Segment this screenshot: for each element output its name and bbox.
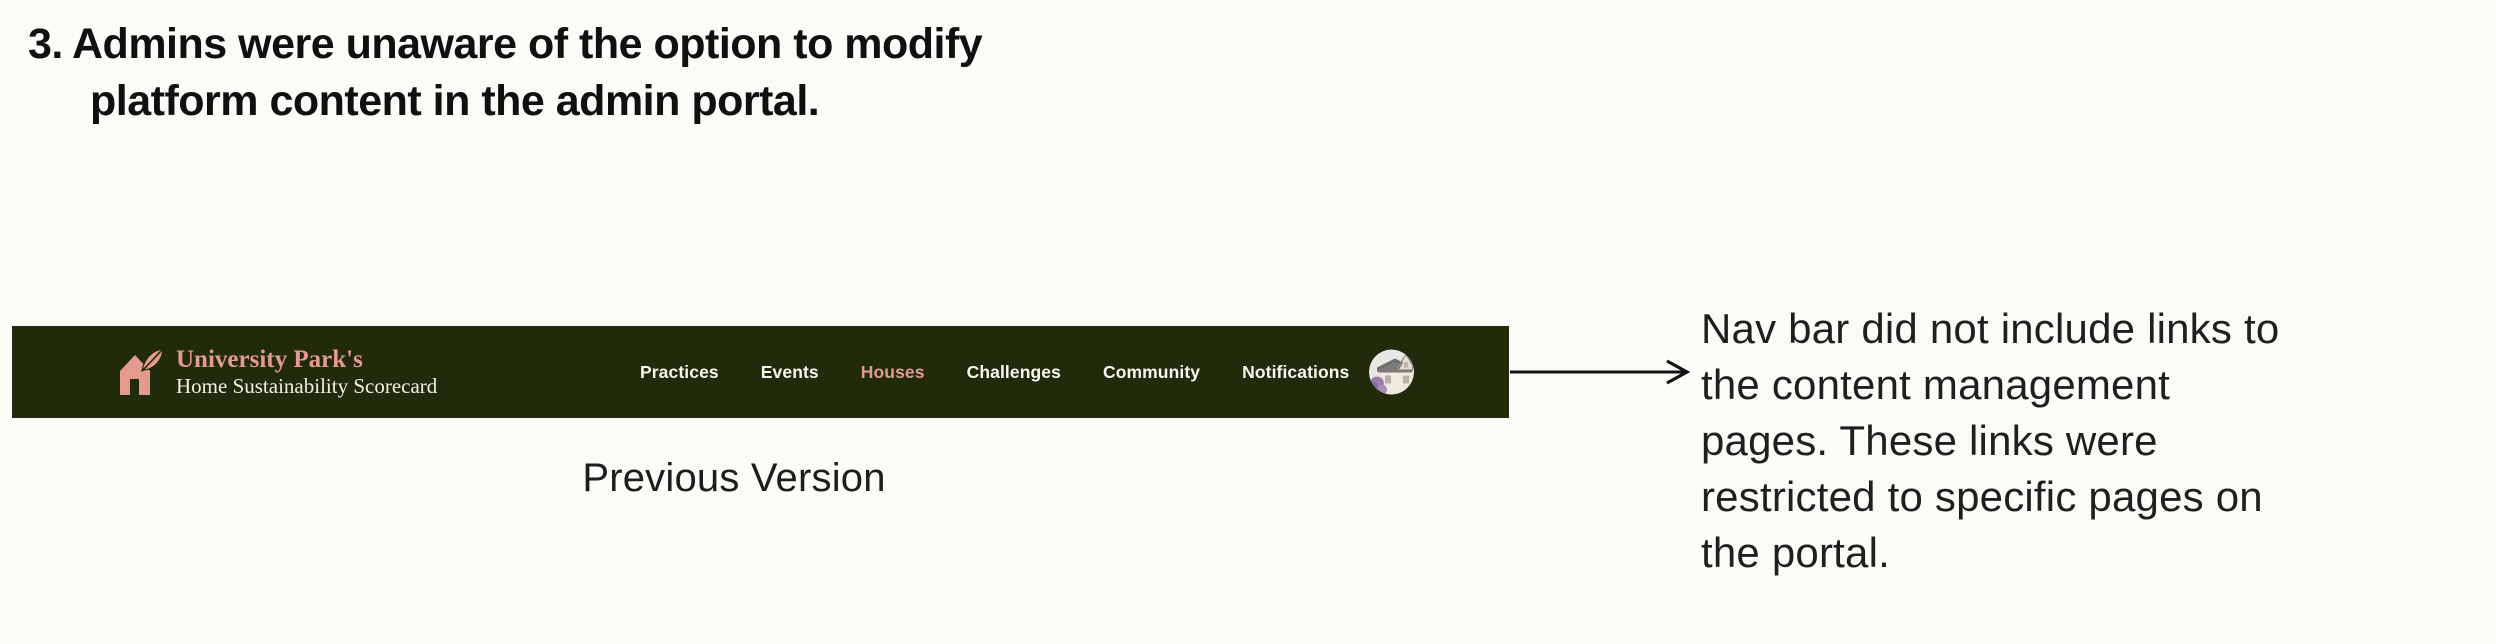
user-avatar[interactable] [1369,349,1414,395]
issue-heading: 3. Admins were unaware of the option to … [28,16,983,130]
nav-link-practices[interactable]: Practices [640,361,719,382]
navbar-logo[interactable]: University Park's Home Sustainability Sc… [118,326,437,418]
navbar: University Park's Home Sustainability Sc… [12,326,1509,418]
issue-heading-line-2: platform content in the admin portal. [90,77,820,125]
nav-link-events[interactable]: Events [760,361,819,382]
logo-text: University Park's Home Sustainability Sc… [176,346,437,398]
issue-heading-text: Admins were unaware of the option to mod… [72,16,983,130]
logo-subtitle: Home Sustainability Scorecard [176,374,438,398]
logo-title: University Park's [176,346,363,373]
nav-link-notifications[interactable]: Notifications [1242,361,1350,382]
nav-link-community[interactable]: Community [1102,361,1201,382]
house-leaf-icon [118,347,164,397]
issue-heading-line-1: Admins were unaware of the option to mod… [72,20,983,68]
navbar-links: Practices Events Houses Challenges Commu… [640,326,1349,418]
nav-link-houses[interactable]: Houses [860,361,925,382]
issue-number: 3. [28,20,63,68]
nav-link-challenges[interactable]: Challenges [966,361,1061,382]
annotation-text: Nav bar did not include links to the con… [1701,305,2280,576]
previous-version-caption: Previous Version [582,456,886,500]
